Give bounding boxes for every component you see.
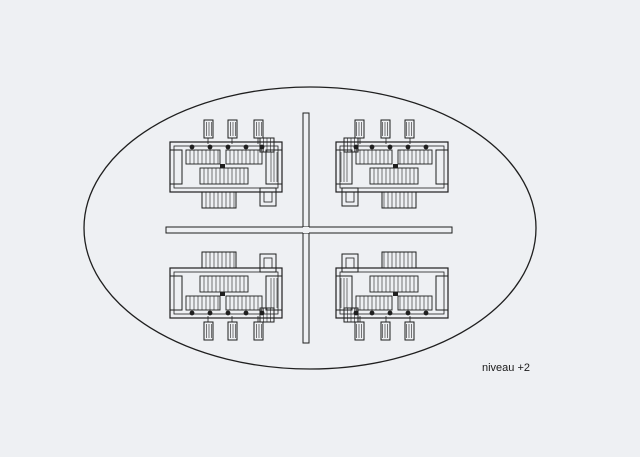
building-end-wing (169, 149, 183, 185)
pavilion-unit (354, 119, 365, 139)
main-building-outline (335, 141, 449, 193)
detached-structure (341, 187, 359, 207)
room-block (397, 149, 433, 165)
column-dot (423, 144, 429, 150)
pavilion-unit (404, 321, 415, 341)
column-dot (207, 310, 213, 316)
detached-structure-core (263, 257, 273, 269)
detached-structure (341, 253, 359, 273)
pavilion-unit (253, 119, 264, 139)
detached-structure (259, 253, 277, 273)
column-dot (405, 144, 411, 150)
central-cross-walkway (165, 112, 453, 344)
pavilion-unit (380, 321, 391, 341)
column-dot (243, 144, 249, 150)
building-end-wing (169, 275, 183, 311)
building-end-wing (435, 149, 449, 185)
room-block (225, 295, 263, 311)
detached-structure (259, 187, 277, 207)
pavilion-unit (203, 119, 214, 139)
main-building-outline (335, 267, 449, 319)
column-dot (207, 144, 213, 150)
building-cluster-bottom-left (169, 251, 283, 341)
main-building-outline (169, 267, 283, 319)
lower-block (381, 251, 417, 269)
column-square (220, 164, 225, 168)
detached-structure-core (263, 191, 273, 203)
room-block (355, 295, 393, 311)
pavilion-unit (227, 119, 238, 139)
pavilion-unit (380, 119, 391, 139)
room-block (397, 295, 433, 311)
column-dot (189, 144, 195, 150)
column-square (393, 292, 398, 296)
walkway-crossing (303, 227, 309, 233)
column-dot (387, 310, 393, 316)
lower-block (381, 191, 417, 209)
column-dot (369, 310, 375, 316)
room-block (185, 295, 221, 311)
detached-structure-core (345, 191, 355, 203)
column-dot (189, 310, 195, 316)
main-building-outline (169, 141, 283, 193)
column-dot (225, 310, 231, 316)
column-square (393, 164, 398, 168)
pavilion-unit (203, 321, 214, 341)
level-label: niveau +2 (482, 362, 531, 374)
column-dot (369, 144, 375, 150)
pavilion-unit (253, 321, 264, 341)
column-dot (243, 310, 249, 316)
column-dot (387, 144, 393, 150)
column-square (220, 292, 225, 296)
pavilion-unit (404, 119, 415, 139)
pavilion-unit (354, 321, 365, 341)
detached-structure-core (345, 257, 355, 269)
lower-block (201, 191, 237, 209)
column-dot (405, 310, 411, 316)
site-boundary-ellipse (83, 86, 537, 370)
column-dot (423, 310, 429, 316)
room-block (355, 149, 393, 165)
pavilion-unit (227, 321, 238, 341)
building-cluster-top-right (335, 119, 449, 209)
building-cluster-top-left (169, 119, 283, 209)
room-block (225, 149, 263, 165)
room-block (185, 149, 221, 165)
building-cluster-bottom-right (335, 251, 449, 341)
building-end-wing (435, 275, 449, 311)
column-dot (225, 144, 231, 150)
lower-block (201, 251, 237, 269)
